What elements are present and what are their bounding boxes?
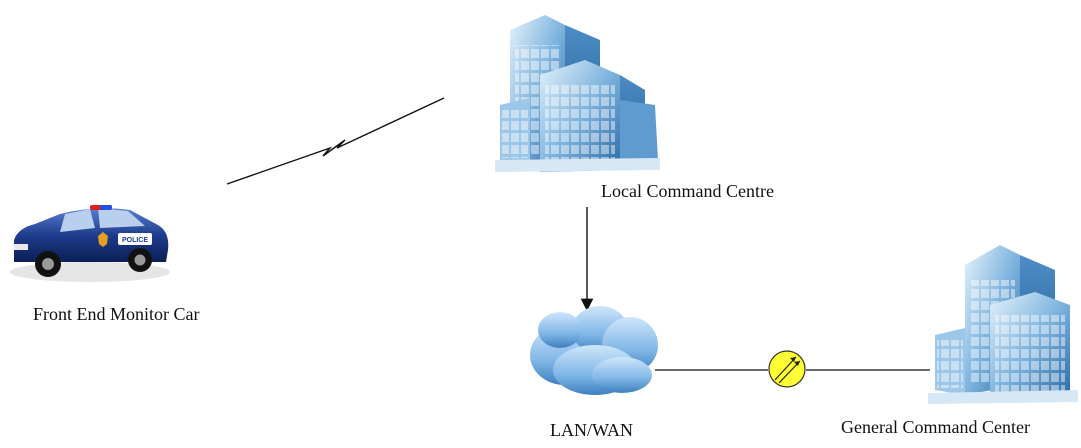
local-command-centre-label: Local Command Centre xyxy=(601,181,774,201)
general-command-center-icon xyxy=(928,245,1078,404)
front-end-monitor-car-label: Front End Monitor Car xyxy=(33,304,200,324)
lan-wan-label: LAN/WAN xyxy=(550,420,633,440)
wireless-link xyxy=(226,97,445,185)
general-command-center-label: General Command Center xyxy=(841,417,1030,437)
local-command-centre-icon xyxy=(495,15,660,172)
optical-coupler-icon xyxy=(768,350,806,388)
car-badge-text: POLICE xyxy=(122,237,148,244)
cloud-icon xyxy=(530,306,658,395)
police-car-icon: POLICE xyxy=(10,205,170,282)
